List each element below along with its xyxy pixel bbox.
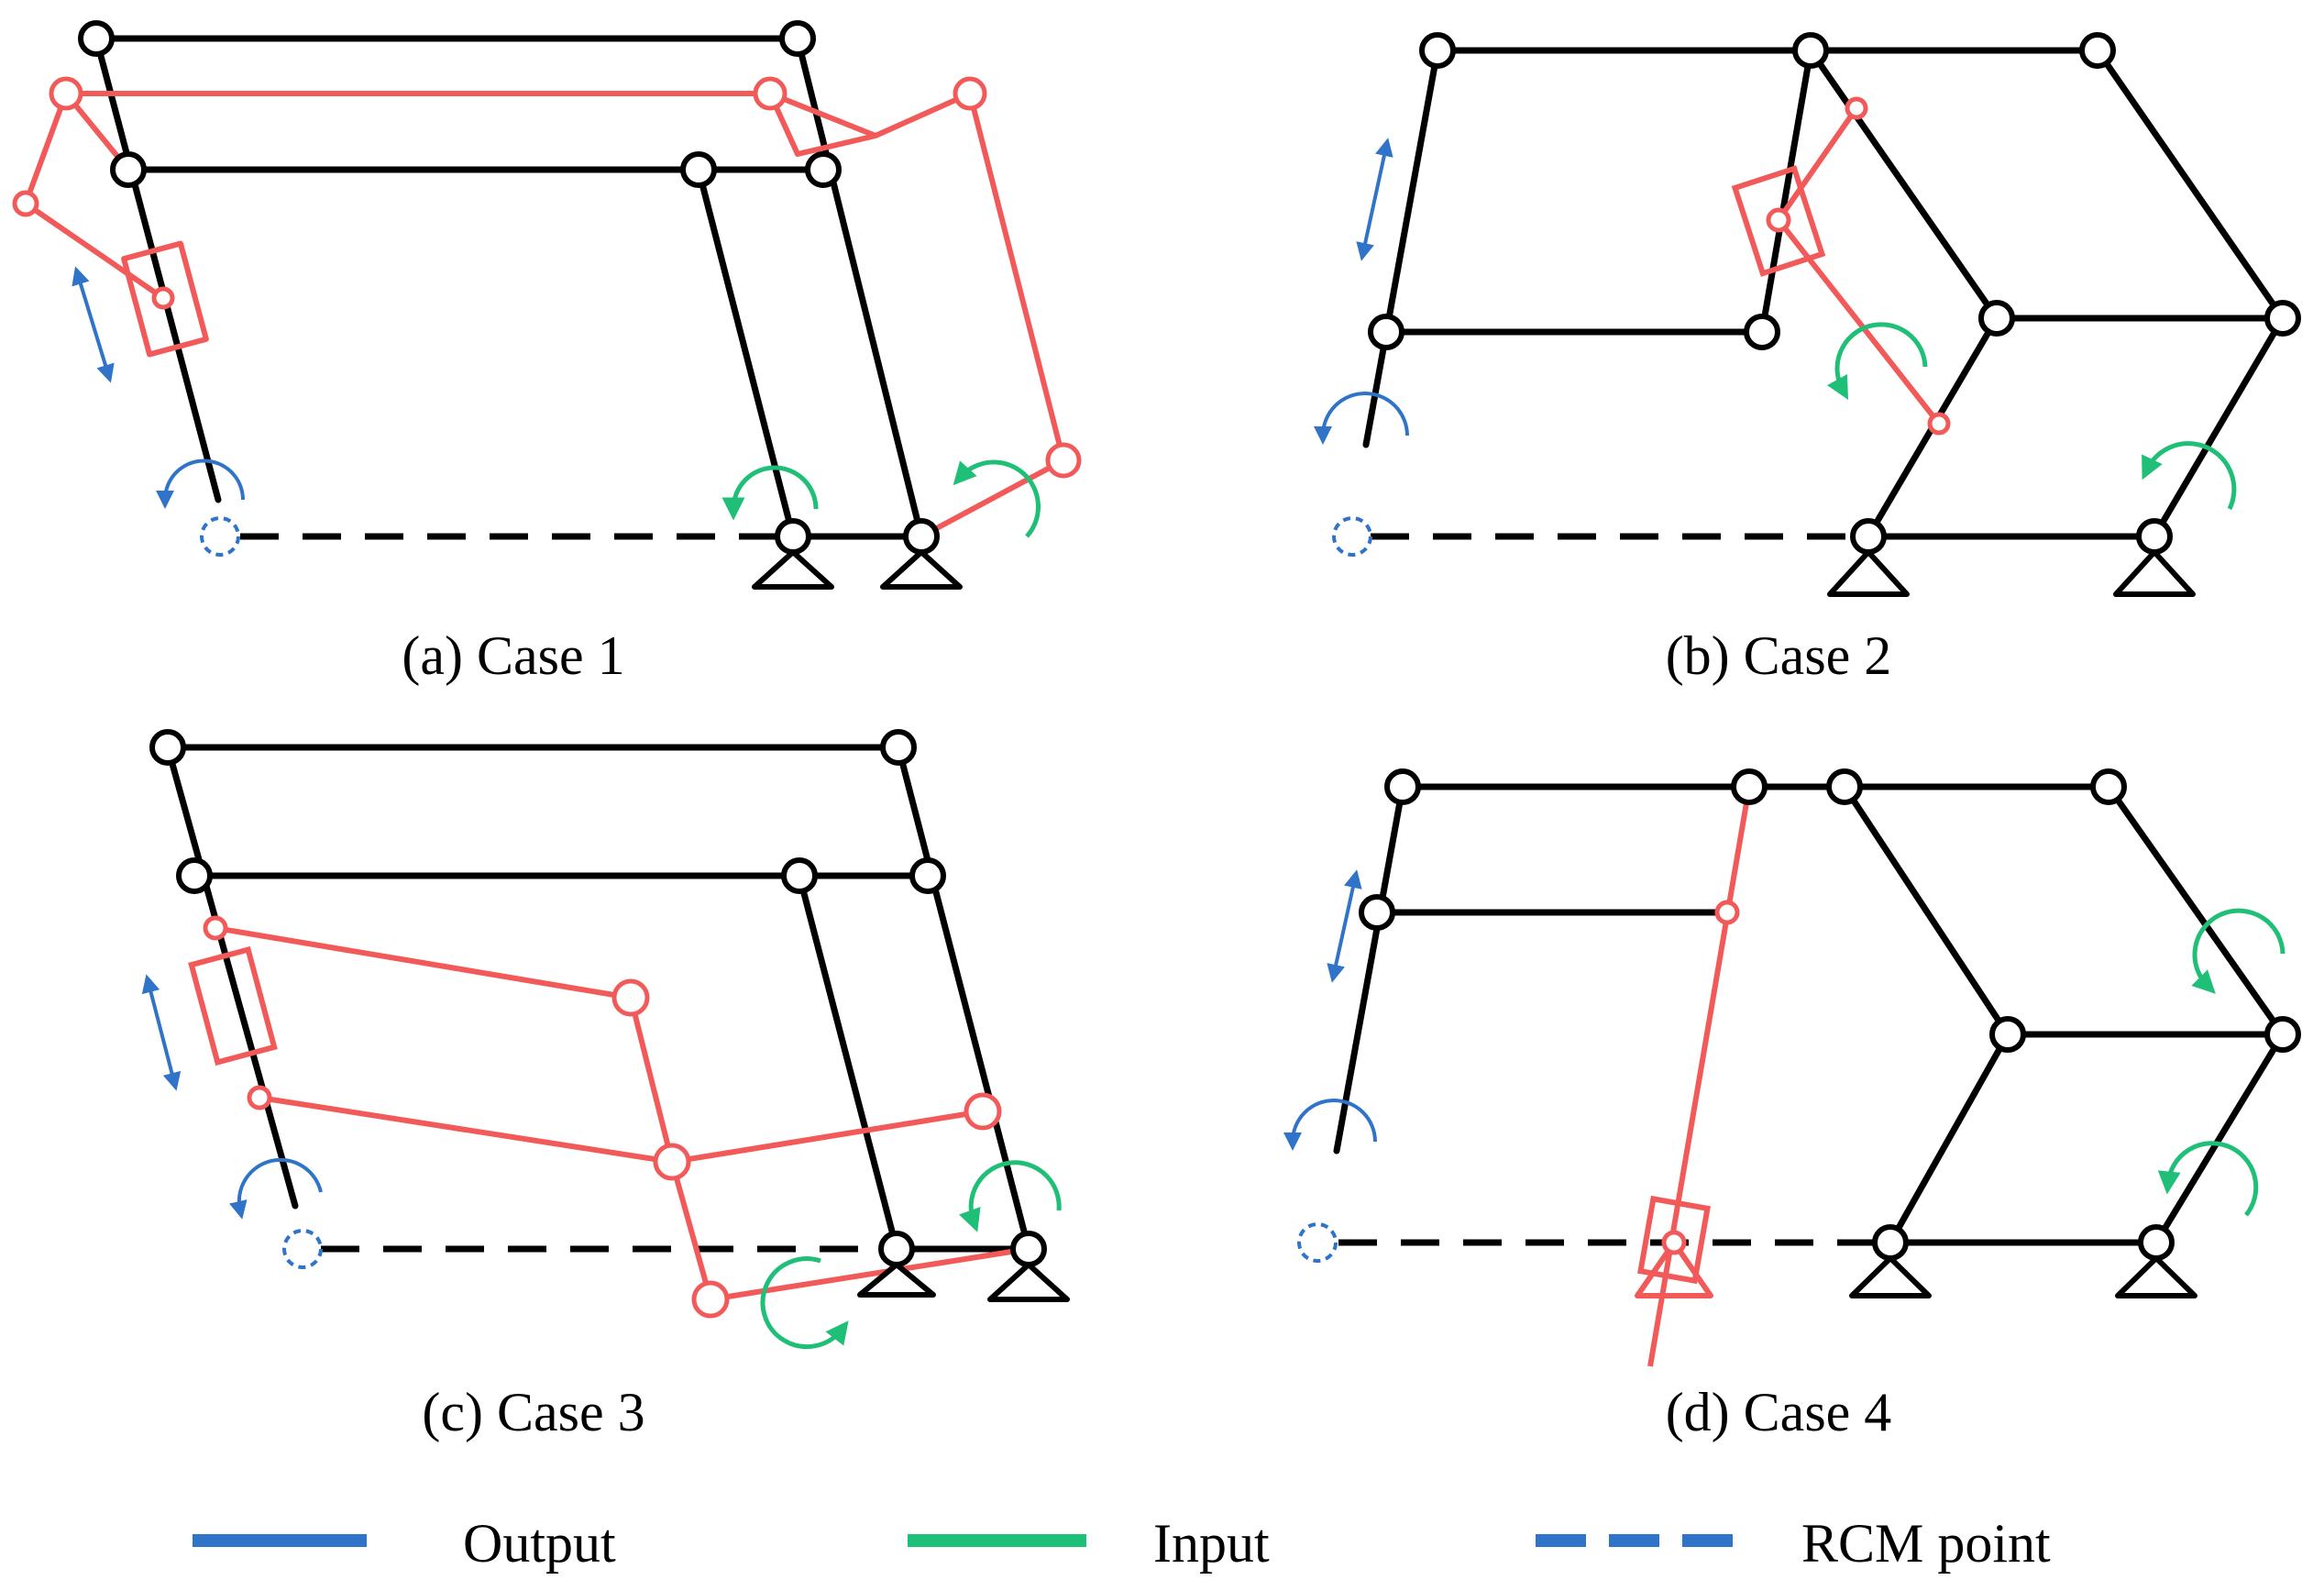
mechanism-joints [12, 76, 1082, 479]
panel-b: (b) Case 2 [1314, 32, 2301, 686]
frame-joints [1368, 32, 2301, 555]
mechanism-links [23, 91, 1066, 539]
mechanism-links [1731, 106, 1942, 425]
mechanism-joints [1661, 900, 1740, 1255]
input-rotation-arrow-icon [959, 1160, 1062, 1232]
input-rotation-arrow-icon [2191, 908, 2285, 994]
ground-support-icon [1849, 1255, 2197, 1298]
frame-links [164, 744, 1032, 1253]
slider-block [1637, 1195, 1711, 1285]
ground-support-icon [1827, 549, 2196, 597]
input-rotation-arrow-icon [2142, 441, 2237, 511]
mechanism-joints [1766, 96, 1951, 436]
output-translation-arrow-icon [1327, 869, 1362, 983]
panel-d: (d) Case 4 [1283, 768, 2301, 1442]
frame-joints [149, 729, 1047, 1267]
slider-block [1731, 165, 1826, 277]
legend-output-label: Output [463, 1513, 616, 1574]
frame-joints [78, 20, 940, 555]
legend-rcm-label: RCM point [1801, 1513, 2051, 1574]
panel-a: (a) Case 1 [12, 20, 1082, 686]
caption-d: (d) Case 4 [1666, 1382, 1892, 1442]
legend: Output Input RCM point [193, 1513, 2051, 1574]
mechanism-links [1635, 786, 1752, 1367]
rcm-point-icon [282, 1229, 323, 1269]
mechanism-joints [203, 915, 1002, 1319]
ground-support-icon [752, 549, 963, 590]
output-translation-arrow-icon [72, 266, 115, 383]
input-rotation-arrow-icon [721, 465, 819, 521]
output-rotation-arrow-icon [156, 459, 245, 509]
rcm-point-icon [1332, 516, 1372, 557]
caption-b: (b) Case 2 [1666, 625, 1892, 686]
ground-support-icon [857, 1262, 1070, 1302]
rcm-point-icon [200, 516, 240, 557]
frame-joints [1359, 768, 2301, 1261]
slider-block [121, 240, 209, 358]
legend-input-label: Input [1153, 1513, 1270, 1574]
frame-links [1333, 783, 2286, 1246]
rcm-point-icon [1297, 1222, 1338, 1263]
output-rotation-arrow-icon [1283, 1099, 1377, 1151]
output-rotation-arrow-icon [229, 1157, 323, 1220]
input-rotation-arrow-icon [953, 459, 1041, 538]
output-rotation-arrow-icon [1314, 392, 1409, 445]
caption-a: (a) Case 1 [402, 625, 624, 686]
input-rotation-arrow-icon [2157, 1141, 2259, 1217]
frame-links [93, 35, 925, 540]
output-translation-arrow-icon [141, 974, 182, 1091]
frame-links [1362, 47, 2286, 540]
panel-c: (c) Case 3 [141, 729, 1070, 1442]
input-rotation-arrow-icon [1827, 322, 1928, 400]
caption-c: (c) Case 3 [422, 1382, 644, 1442]
slider-block [188, 945, 278, 1066]
input-rotation-arrow-icon [760, 1256, 849, 1350]
output-translation-arrow-icon [1356, 138, 1393, 261]
